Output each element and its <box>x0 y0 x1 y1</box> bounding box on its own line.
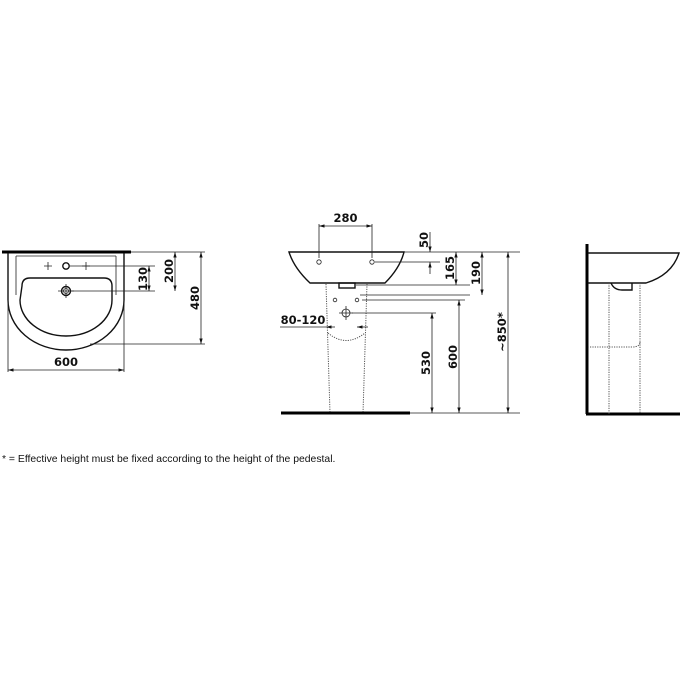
tap-hole-icon <box>62 262 70 270</box>
footnote: * = Effective height must be fixed accor… <box>2 454 336 465</box>
basin-rim <box>15 255 117 295</box>
basin-bowl <box>19 277 113 337</box>
dim-600-height-label: 600 <box>446 345 460 369</box>
dim-280-label: 280 <box>333 211 357 225</box>
dim-530-label: 530 <box>419 351 433 375</box>
waste-profile <box>610 282 633 291</box>
dim-480-label: 480 <box>188 286 202 310</box>
front-view: 130 200 480 600 <box>2 250 205 372</box>
dim-165-label: 165 <box>443 256 457 280</box>
pedestal-profile <box>588 283 641 414</box>
elevation-view: 280 50 165 190 80-120 530 600 ~850* <box>280 211 520 415</box>
basin-profile <box>588 252 680 284</box>
dim-80-120-label: 80-120 <box>281 313 326 327</box>
basin-elevation <box>288 251 405 284</box>
waste-outlet <box>338 282 356 289</box>
dim-600-label: 600 <box>54 355 78 369</box>
pedestal <box>325 283 368 414</box>
dim-850-label: ~850* <box>495 312 509 352</box>
dim-130-label: 130 <box>136 267 150 291</box>
dim-190-label: 190 <box>469 261 483 285</box>
dim-50-label: 50 <box>417 232 431 248</box>
basin-outer-outline <box>7 253 125 351</box>
profile-view <box>585 244 680 416</box>
dim-200-label: 200 <box>162 259 176 283</box>
tap-hole-markers <box>44 262 90 270</box>
